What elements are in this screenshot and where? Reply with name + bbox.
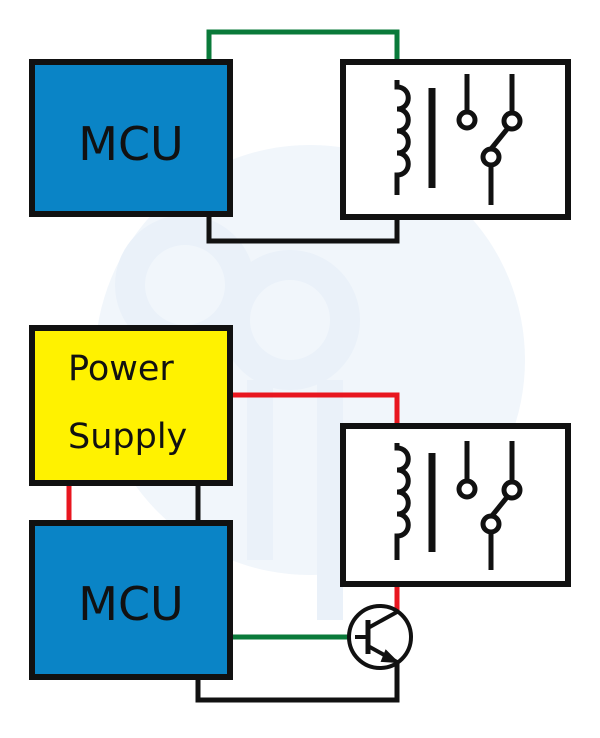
relay-coil-icon	[394, 443, 411, 560]
power-supply-label-line1: Power	[68, 349, 174, 389]
relay-coil-icon	[394, 80, 411, 195]
top-relay-housing	[340, 59, 571, 220]
relay-switch-icon	[456, 441, 523, 570]
emitter-ground-wire	[195, 662, 400, 703]
npn-transistor-icon	[347, 604, 413, 670]
power-supply-block	[29, 325, 233, 486]
top-circuit: MCU	[29, 29, 571, 244]
bottom-mcu-block	[29, 520, 233, 680]
top-mcu-label: MCU	[78, 117, 183, 171]
power-supply-label-line2: Supply	[68, 417, 187, 457]
top-mcu-block	[29, 59, 233, 217]
bottom-relay-housing	[340, 423, 571, 587]
bottom-circuit: Power Supply MCU	[29, 325, 571, 703]
relay-switch-icon	[456, 74, 523, 205]
bottom-mcu-label: MCU	[78, 577, 183, 631]
top-signal-wire	[206, 29, 400, 80]
